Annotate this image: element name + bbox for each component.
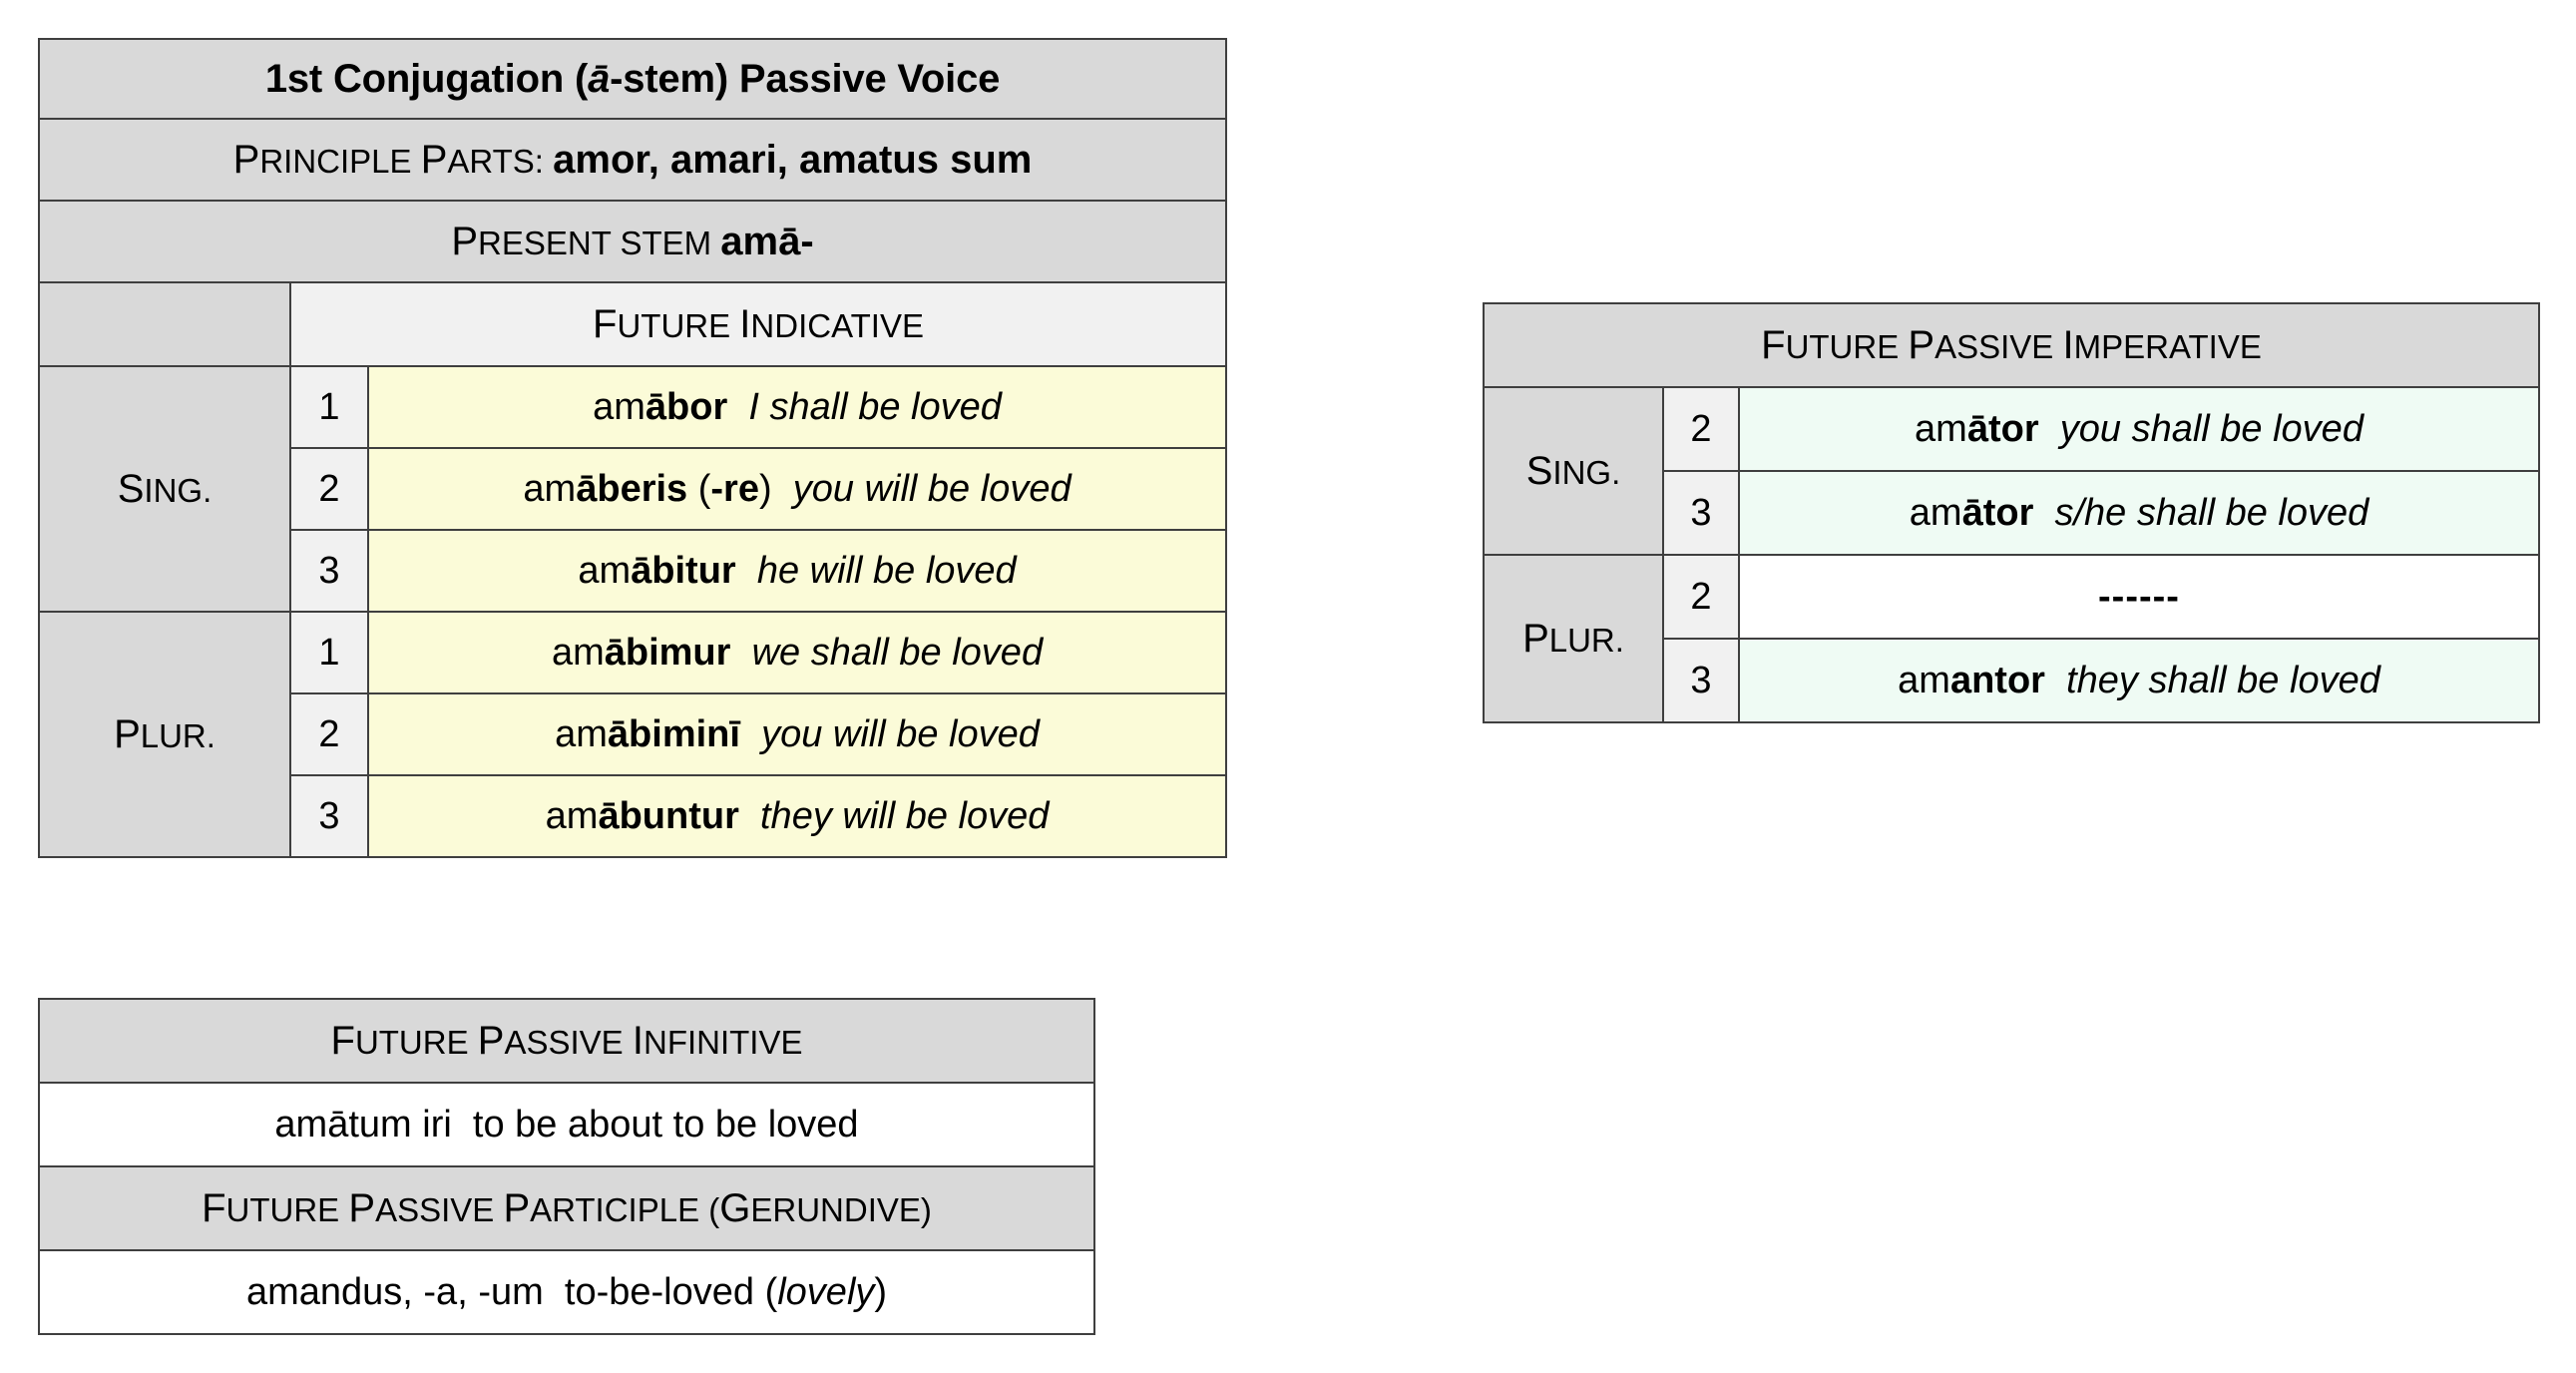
table-row: 3 amantor they shall be loved bbox=[1484, 638, 2541, 723]
person-number-cell: 3 bbox=[1662, 638, 1740, 723]
table-title-imperative: FUTURE PASSIVE IMPERATIVE bbox=[1482, 302, 2541, 388]
verb-form-cell: amābor I shall be loved bbox=[366, 365, 1228, 449]
verb-form-cell: amābitur he will be loved bbox=[366, 529, 1228, 613]
no-form-dashes: ------ bbox=[2098, 575, 2180, 618]
person-number-cell: 1 bbox=[289, 611, 369, 694]
table-row: PLUR. 1 amābimur we shall be loved bbox=[38, 611, 1228, 858]
table-row: 3 amābuntur they will be loved bbox=[39, 774, 1228, 858]
table-row: PRINCIPLE PARTS: amor, amari, amatus sum bbox=[37, 118, 1228, 202]
row-label-singular: SING. bbox=[1483, 386, 1664, 556]
person-number-cell: 2 bbox=[1662, 386, 1740, 472]
table-title: 1st Conjugation (ā-stem) Passive Voice bbox=[37, 38, 1228, 120]
verb-form-cell: amābiminī you will be loved bbox=[366, 692, 1228, 776]
title-italic-a: ā bbox=[588, 56, 611, 101]
row-label-singular: SING. bbox=[38, 365, 291, 613]
principle-parts-row: PRINCIPLE PARTS: amor, amari, amatus sum bbox=[37, 118, 1228, 202]
person-number-cell: 2 bbox=[1662, 554, 1740, 640]
future-passive-infinitive-table: FUTURE PASSIVE INFINITIVE amātum iri to … bbox=[38, 998, 1095, 1335]
row-label-plural: PLUR. bbox=[1483, 554, 1664, 723]
table-row: FUTURE PASSIVE INFINITIVE bbox=[38, 998, 1095, 1084]
table-row: FUTURE INDICATIVE bbox=[38, 281, 1228, 367]
verb-form-cell: amātor s/he shall be loved bbox=[1737, 470, 2541, 556]
table-row: 1st Conjugation (ā-stem) Passive Voice bbox=[37, 38, 1228, 120]
table-row: PRESENT STEM amā- bbox=[37, 200, 1228, 283]
table-row: SING. 2 amātor you shall be loved bbox=[1483, 386, 2541, 556]
table-row: amātum iri to be about to be loved bbox=[38, 1082, 1095, 1167]
table-row: 3 amābitur he will be loved bbox=[39, 529, 1228, 613]
future-indicative-table: 1st Conjugation (ā-stem) Passive Voice P… bbox=[37, 38, 1228, 858]
verb-form-cell: amantor they shall be loved bbox=[1737, 638, 2541, 723]
table-row: amandus, -a, -um to-be-loved (lovely) bbox=[38, 1249, 1095, 1335]
present-stem-value: amā- bbox=[720, 219, 814, 263]
title-before: 1st Conjugation ( bbox=[264, 56, 589, 101]
title-after: -stem) Passive Voice bbox=[610, 56, 1001, 101]
column-header-future-indicative: FUTURE INDICATIVE bbox=[288, 281, 1228, 367]
person-number-cell: 3 bbox=[289, 529, 369, 613]
table-row: 2 amābiminī you will be loved bbox=[39, 692, 1228, 776]
verb-form-cell: amābimur we shall be loved bbox=[366, 611, 1228, 694]
present-stem-label-cap: P bbox=[451, 219, 479, 263]
table-row: FUTURE PASSIVE PARTICIPLE (GERUNDIVE) bbox=[38, 1165, 1095, 1251]
row-label-plural: PLUR. bbox=[38, 611, 291, 858]
future-passive-imperative-table: FUTURE PASSIVE IMPERATIVE SING. 2 amātor… bbox=[1482, 302, 2541, 723]
person-number-cell: 1 bbox=[289, 365, 369, 449]
person-number-cell: 2 bbox=[289, 447, 369, 531]
table-row: FUTURE PASSIVE IMPERATIVE bbox=[1482, 302, 2541, 388]
person-number-cell: 2 bbox=[289, 692, 369, 776]
verb-form-cell: amābuntur they will be loved bbox=[366, 774, 1228, 858]
person-number-cell: 3 bbox=[1662, 470, 1740, 556]
verb-form-cell: amātor you shall be loved bbox=[1737, 386, 2541, 472]
principle-parts-label: PRINCIPLE PARTS: bbox=[232, 137, 544, 182]
table-title-participle: FUTURE PASSIVE PARTICIPLE (GERUNDIVE) bbox=[38, 1165, 1095, 1251]
principle-parts-value: amor, amari, amatus sum bbox=[553, 137, 1033, 182]
present-stem-label: RESENT STEM bbox=[478, 224, 721, 261]
verb-form-cell-empty: ------ bbox=[1737, 554, 2541, 640]
table-row: 3 amātor s/he shall be loved bbox=[1484, 470, 2541, 556]
table-row: SING. 1 amābor I shall be loved bbox=[38, 365, 1228, 613]
infinitive-form-cell: amātum iri to be about to be loved bbox=[38, 1082, 1095, 1167]
table-row: 2 amāberis (-re) you will be loved bbox=[39, 447, 1228, 531]
participle-form-cell: amandus, -a, -um to-be-loved (lovely) bbox=[38, 1249, 1095, 1335]
person-number-cell: 3 bbox=[289, 774, 369, 858]
table-row: PLUR. 2 ------ bbox=[1483, 554, 2541, 723]
table-title-infinitive: FUTURE PASSIVE INFINITIVE bbox=[38, 998, 1095, 1084]
header-blank-cell bbox=[38, 281, 291, 367]
present-stem-row: PRESENT STEM amā- bbox=[37, 200, 1228, 283]
verb-form-cell: amāberis (-re) you will be loved bbox=[366, 447, 1228, 531]
